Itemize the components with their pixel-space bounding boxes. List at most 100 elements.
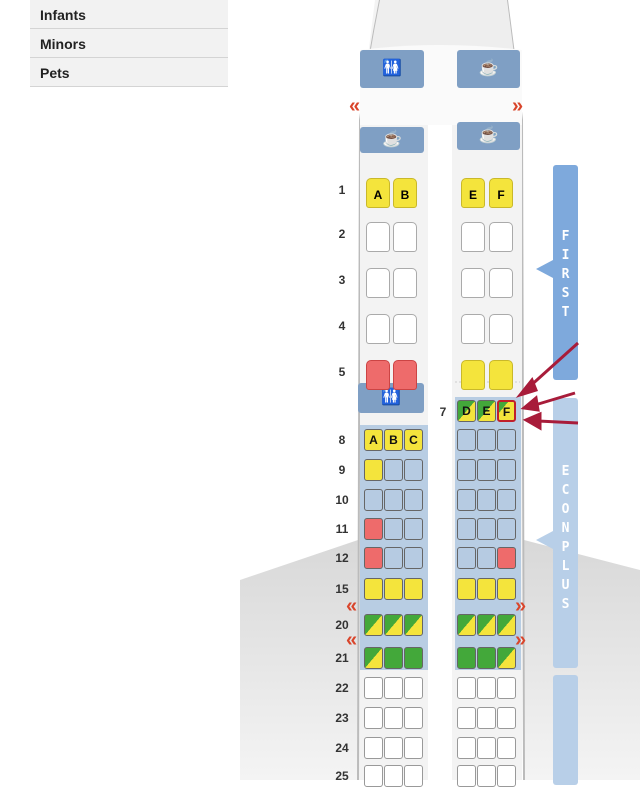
seat-yellow[interactable]: B — [393, 178, 417, 208]
seat-blue[interactable] — [404, 489, 423, 511]
seat-blue[interactable] — [364, 489, 383, 511]
seat-white[interactable] — [461, 222, 485, 252]
seat-diag[interactable] — [364, 614, 383, 636]
seat-white[interactable] — [384, 737, 403, 759]
seat-white[interactable] — [497, 737, 516, 759]
seat-blue[interactable] — [404, 518, 423, 540]
seat-white[interactable] — [497, 765, 516, 787]
seat-white[interactable] — [384, 677, 403, 699]
seat-diag[interactable] — [497, 614, 516, 636]
menu-item-infants[interactable]: Infants — [30, 0, 228, 29]
seat-white[interactable] — [489, 222, 513, 252]
seat-yellow[interactable]: B — [384, 429, 403, 451]
seat-diag[interactable] — [404, 614, 423, 636]
seat-white[interactable] — [404, 677, 423, 699]
seat-diag[interactable] — [497, 647, 516, 669]
section-first-label: FIRST — [561, 229, 570, 320]
menu-item-pets[interactable]: Pets — [30, 58, 228, 87]
seat-yellow[interactable] — [497, 578, 516, 600]
seat-white[interactable] — [489, 314, 513, 344]
seat-yellow[interactable]: C — [404, 429, 423, 451]
seat-white[interactable] — [457, 765, 476, 787]
seat-blue[interactable] — [497, 489, 516, 511]
seat-blue[interactable] — [384, 489, 403, 511]
seat-diag[interactable] — [477, 614, 496, 636]
seat-blue[interactable] — [497, 459, 516, 481]
seat-red[interactable] — [364, 547, 383, 569]
seat-white[interactable] — [366, 268, 390, 298]
seat-white[interactable] — [457, 737, 476, 759]
seat-yellow[interactable] — [364, 459, 383, 481]
seat-white[interactable] — [461, 268, 485, 298]
seat-white[interactable] — [366, 314, 390, 344]
seat-white[interactable] — [384, 765, 403, 787]
seat-diag[interactable] — [364, 647, 383, 669]
seat-white[interactable] — [364, 707, 383, 729]
seat-white[interactable] — [393, 222, 417, 252]
seat-green[interactable] — [477, 647, 496, 669]
seat-yellow[interactable]: F — [489, 178, 513, 208]
seat-white[interactable] — [457, 707, 476, 729]
seat-white[interactable] — [457, 677, 476, 699]
seat-diag[interactable] — [457, 614, 476, 636]
seat-yellow[interactable]: A — [364, 429, 383, 451]
seat-selected[interactable]: F — [497, 400, 516, 422]
seat-blue[interactable] — [457, 518, 476, 540]
seat-green[interactable] — [457, 647, 476, 669]
seat-green[interactable] — [404, 647, 423, 669]
seat-blue[interactable] — [457, 459, 476, 481]
seat-white[interactable] — [477, 765, 496, 787]
seat-red[interactable] — [364, 518, 383, 540]
seat-blue[interactable] — [384, 547, 403, 569]
seat-white[interactable] — [393, 314, 417, 344]
seat-blue[interactable] — [497, 518, 516, 540]
seat-blue[interactable] — [477, 547, 496, 569]
seat-blue[interactable] — [457, 429, 476, 451]
seat-blue[interactable] — [477, 489, 496, 511]
seat-yellow[interactable] — [364, 578, 383, 600]
seat-white[interactable] — [384, 707, 403, 729]
seat-blue[interactable] — [477, 459, 496, 481]
seat-white[interactable] — [364, 677, 383, 699]
exit-left-icon: « — [346, 595, 358, 617]
seat-red[interactable] — [366, 360, 390, 390]
seat-diag[interactable]: E — [477, 400, 496, 422]
seat-white[interactable] — [477, 707, 496, 729]
seat-white[interactable] — [364, 765, 383, 787]
seat-white[interactable] — [393, 268, 417, 298]
seat-white[interactable] — [364, 737, 383, 759]
seat-white[interactable] — [489, 268, 513, 298]
seat-blue[interactable] — [384, 518, 403, 540]
seat-blue[interactable] — [384, 459, 403, 481]
seat-blue[interactable] — [477, 518, 496, 540]
seat-blue[interactable] — [457, 489, 476, 511]
seat-yellow[interactable] — [457, 578, 476, 600]
seat-white[interactable] — [497, 707, 516, 729]
seat-blue[interactable] — [404, 459, 423, 481]
seat-diag[interactable] — [384, 614, 403, 636]
seat-yellow[interactable]: A — [366, 178, 390, 208]
seat-white[interactable] — [477, 737, 496, 759]
seat-white[interactable] — [497, 677, 516, 699]
seat-white[interactable] — [461, 314, 485, 344]
seat-yellow[interactable] — [384, 578, 403, 600]
seat-blue[interactable] — [457, 547, 476, 569]
seat-yellow[interactable] — [404, 578, 423, 600]
seat-white[interactable] — [404, 737, 423, 759]
seat-yellow[interactable] — [477, 578, 496, 600]
seat-red[interactable] — [393, 360, 417, 390]
seat-white[interactable] — [404, 707, 423, 729]
seat-yellow[interactable]: E — [461, 178, 485, 208]
seat-red[interactable] — [497, 547, 516, 569]
seat-blue[interactable] — [477, 429, 496, 451]
seat-yellow[interactable] — [489, 360, 513, 390]
seat-white[interactable] — [366, 222, 390, 252]
seat-blue[interactable] — [497, 429, 516, 451]
seat-yellow[interactable] — [461, 360, 485, 390]
seat-white[interactable] — [477, 677, 496, 699]
seat-white[interactable] — [404, 765, 423, 787]
menu-item-minors[interactable]: Minors — [30, 29, 228, 58]
seat-green[interactable] — [384, 647, 403, 669]
seat-diag[interactable]: D — [457, 400, 476, 422]
seat-blue[interactable] — [404, 547, 423, 569]
